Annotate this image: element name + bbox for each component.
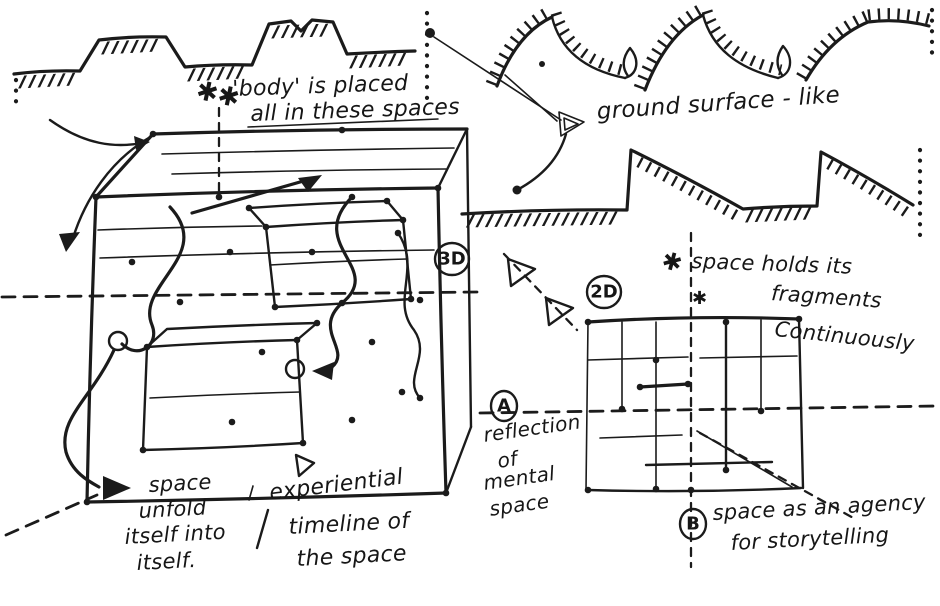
holds-asterisk-2: ✱ [692, 288, 708, 309]
wave-surface [425, 5, 935, 195]
circle-a [489, 389, 519, 423]
unfold-line1: space [147, 469, 213, 497]
circle-b [678, 507, 708, 541]
unfold-line4: itself. [135, 547, 197, 575]
incoming-curve-arrow [48, 118, 144, 147]
unfold-arrow-icon [103, 476, 131, 500]
circle-3d [433, 241, 471, 277]
unfold-line2: unfold [137, 495, 207, 523]
label-a: A [497, 395, 511, 417]
experiential-marker-icon [294, 453, 316, 478]
horizontal-dashed-datum [0, 290, 480, 299]
node-dots [83, 126, 450, 506]
meander-curve-left [120, 205, 186, 353]
dimension-labels [433, 241, 708, 541]
down-left-arrow [71, 134, 154, 240]
transition-triangle-icon [506, 257, 537, 288]
caption-underline [247, 118, 439, 128]
anchor-dot [425, 28, 435, 38]
terrain-mid-right [460, 147, 923, 241]
top-face-arrow [190, 176, 316, 215]
label-3d: 3D [438, 248, 466, 270]
meander-curve-right [328, 195, 357, 369]
pointer-triangle-icon [558, 111, 585, 137]
terrain-top-left [12, 10, 430, 111]
grid-2d-sketch [478, 231, 940, 569]
circle-2d [585, 274, 623, 310]
horizontal-dashed-datum-2d [478, 404, 940, 415]
label-b: B [686, 513, 700, 535]
grid-dots [584, 315, 803, 494]
cube-3d-sketch [0, 106, 480, 550]
label-2d: 2D [590, 281, 618, 303]
